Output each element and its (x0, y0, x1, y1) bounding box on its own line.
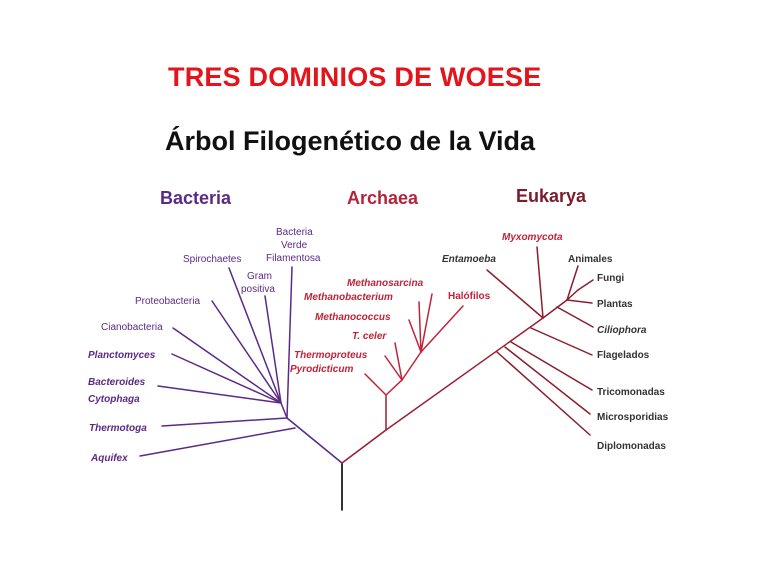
archaea-euryarchaeota-stem (401, 351, 422, 381)
label-animals: Animales (568, 254, 613, 265)
domain-label-eukarya: Eukarya (516, 186, 587, 206)
label-flagellates: Flagelados (597, 350, 650, 361)
label-diplomonads: Diplomonadas (597, 441, 666, 452)
crown-fungi-animals (566, 289, 579, 301)
label-methanobacterium: Methanobacterium (304, 292, 393, 303)
branch-t-celer (394, 342, 403, 381)
label-trichomonads: Tricomonadas (597, 387, 665, 398)
label-cyanobacteria: Cianobacteria (101, 322, 163, 333)
domain-label-archaea: Archaea (347, 188, 419, 208)
branch-plants (566, 299, 593, 304)
bacteria-labels: Bacteria Verde Filamentosa Spirochaetes … (88, 227, 321, 464)
branch-thermoproteus (384, 355, 403, 381)
label-pyrodicticum: Pyrodicticum (290, 364, 353, 375)
label-entamoeba: Entamoeba (442, 254, 496, 265)
slide-title: TRES DOMINIOS DE WOESE (168, 62, 542, 92)
label-thermoproteus: Thermoproteus (294, 350, 368, 361)
branch-halophiles (420, 305, 464, 353)
branch-aquifex (139, 427, 296, 457)
branch-methanococcus (408, 319, 422, 353)
branch-trichomonads (510, 341, 593, 391)
label-myxomycota: Myxomycota (502, 232, 563, 243)
archaea-branches (364, 293, 464, 396)
label-ciliophora: Ciliophora (597, 325, 647, 336)
label-microsporidia: Microsporidias (597, 412, 669, 423)
root-to-archaea-eukarya (341, 429, 387, 464)
branch-green-filamentous (286, 266, 293, 419)
archaea-to-pyrodicticum (364, 373, 387, 396)
branch-planctomyces (171, 353, 282, 404)
branch-diplomonads (496, 351, 591, 436)
branch-proteobacteria (211, 300, 282, 404)
label-bacteroides: Bacteroides (88, 377, 146, 388)
branch-ciliophora (556, 306, 594, 328)
root-branches (286, 417, 387, 511)
root-to-bacteria (286, 417, 343, 464)
eukarya-branches (486, 246, 594, 436)
archaea-inner-stem (385, 379, 403, 396)
branch-gram-positive (264, 295, 282, 404)
label-halophiles: Halófilos (448, 291, 491, 302)
label-green-filamentous-2: Verde (281, 240, 308, 251)
branch-thermotoga (161, 417, 288, 427)
label-plants: Plantas (597, 299, 633, 310)
branch-spirochaetes (228, 267, 282, 404)
label-methanococcus: Methanococcus (315, 312, 391, 323)
archaea-eukarya-trunk (385, 317, 544, 431)
branch-methanosarcina (420, 293, 433, 353)
branch-methanobacterium (418, 301, 422, 353)
label-methanosarcina: Methanosarcina (347, 278, 424, 289)
label-green-filamentous-1: Bacteria (276, 227, 313, 238)
label-green-filamentous-3: Filamentosa (266, 253, 321, 264)
label-cytophaga: Cytophaga (88, 394, 140, 405)
eukarya-crown-stem (542, 299, 568, 319)
tree-title: Árbol Filogenético de la Vida (165, 125, 536, 156)
label-thermotoga: Thermotoga (89, 423, 147, 434)
branch-animals (566, 265, 579, 301)
branch-fungi (577, 279, 594, 291)
bacteria-branches (139, 266, 296, 457)
branch-entamoeba (486, 269, 544, 319)
domain-label-bacteria: Bacteria (160, 188, 232, 208)
bacteria-backbone (280, 402, 288, 419)
label-fungi: Fungi (597, 273, 624, 284)
label-gram-positive-1: Gram (247, 271, 272, 282)
label-t-celer: T. celer (352, 331, 387, 342)
branch-microsporidia (504, 346, 591, 415)
branch-to-eukarya (385, 317, 544, 431)
branch-bacteroides (157, 385, 282, 404)
label-planctomyces: Planctomyces (88, 350, 156, 361)
label-gram-positive-2: positiva (241, 284, 275, 295)
archaea-labels: Methanosarcina Methanobacterium Halófilo… (290, 278, 491, 375)
eukarya-labels: Myxomycota Entamoeba Animales Fungi Plan… (442, 232, 669, 452)
branch-cyanobacteria (172, 327, 282, 404)
branch-myxomycota (536, 246, 544, 319)
label-aquifex: Aquifex (90, 453, 128, 464)
label-spirochaetes: Spirochaetes (183, 254, 241, 265)
branch-flagellates (530, 327, 593, 356)
label-proteobacteria: Proteobacteria (135, 296, 200, 307)
